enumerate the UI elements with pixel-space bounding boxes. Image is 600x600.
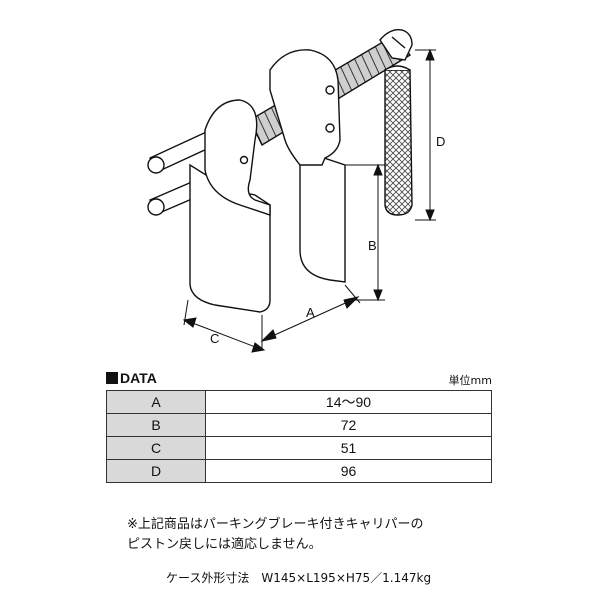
data-heading: DATA bbox=[106, 370, 157, 386]
row-value: 51 bbox=[205, 436, 492, 460]
data-table: A 14〜90 B 72 C 51 D 96 bbox=[106, 390, 492, 483]
row-key: C bbox=[106, 436, 206, 460]
dimension-label-a: A bbox=[306, 305, 315, 320]
back-plate bbox=[299, 149, 346, 283]
row-key: B bbox=[106, 413, 206, 437]
table-row: D 96 bbox=[106, 459, 492, 483]
table-row: B 72 bbox=[106, 413, 492, 437]
note-line-1: ※上記商品はパーキングブレーキ付きキャリパーの bbox=[127, 517, 424, 532]
rear-jaw-block bbox=[269, 49, 341, 166]
table-row: C 51 bbox=[106, 436, 492, 460]
row-key: D bbox=[106, 459, 206, 483]
square-bullet-icon bbox=[106, 372, 118, 384]
unit-label: 単位mm bbox=[448, 374, 492, 387]
case-dimensions: ケース外形寸法 W145×L195×H75／1.147kg bbox=[166, 571, 432, 585]
screw-cap bbox=[379, 29, 413, 61]
table-row: A 14〜90 bbox=[106, 390, 492, 414]
row-value: 96 bbox=[205, 459, 492, 483]
front-jaw-block bbox=[204, 99, 271, 216]
row-key: A bbox=[106, 390, 206, 414]
dimension-label-c: C bbox=[210, 331, 219, 346]
product-illustration: D B A C bbox=[147, 29, 445, 353]
dimension-label-d: D bbox=[436, 134, 445, 149]
row-value: 72 bbox=[205, 413, 492, 437]
note-line-2: ピストン戻しには適応しません。 bbox=[127, 537, 322, 552]
data-heading-label: DATA bbox=[120, 370, 157, 386]
knurled-handle bbox=[384, 69, 413, 216]
row-value: 14〜90 bbox=[205, 390, 492, 414]
compatibility-note: ※上記商品はパーキングブレーキ付きキャリパーの ピストン戻しには適応しません。 bbox=[127, 515, 424, 555]
dimension-label-b: B bbox=[368, 238, 377, 253]
